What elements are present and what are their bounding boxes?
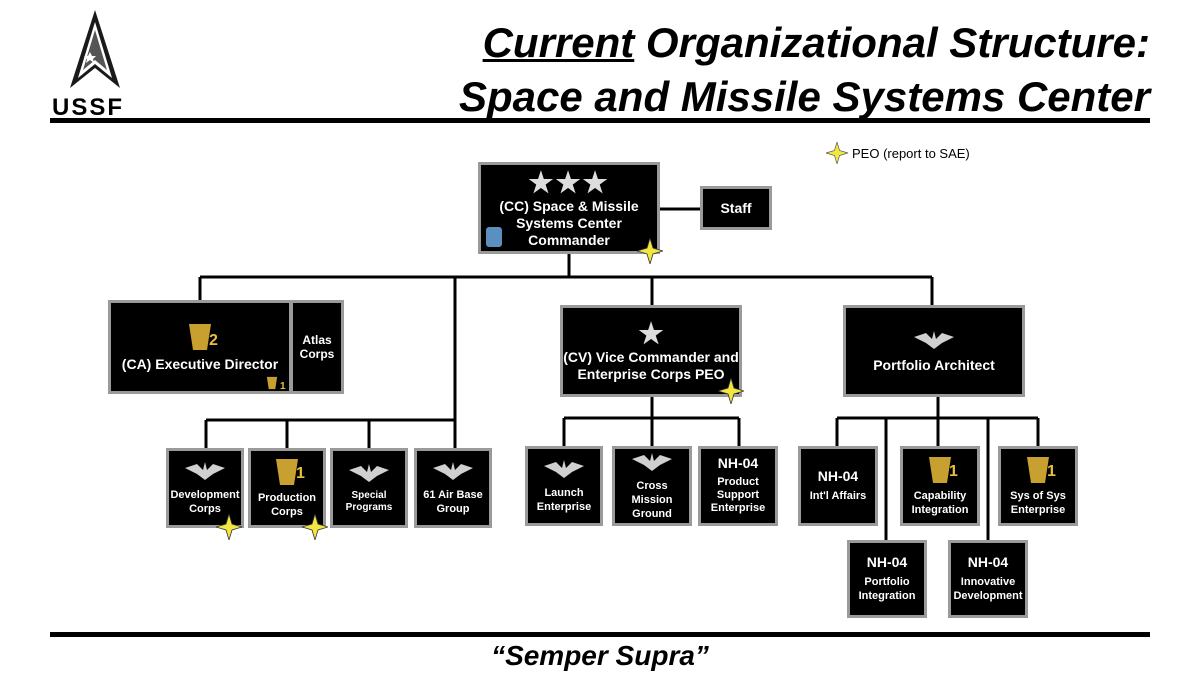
eagle-insignia-icon (632, 453, 672, 471)
launch-enterprise-box: Launch Enterprise (525, 446, 603, 526)
oak-leaf-icon: 1 (272, 457, 305, 487)
peo-star-icon (302, 514, 328, 540)
grade-number: 1 (1047, 463, 1056, 480)
airbase-label-line1: 61 Air Base (423, 489, 483, 501)
page-title-line2: Space and Missile Systems Center (459, 73, 1150, 120)
exec-director-label: (CA) Executive Director (121, 355, 279, 372)
sys-of-sys-label-line1: Sys of Sys (1010, 490, 1066, 502)
innovative-label-line2: Development (953, 590, 1023, 602)
exec-director-box: 2 (CA) Executive Director 1 (108, 300, 292, 394)
small-oak-leaf-icon: 1 (265, 375, 286, 395)
grade-number: 1 (296, 465, 305, 482)
atlas-corps-box: Atlas Corps (290, 300, 344, 394)
air-base-group-box: 61 Air Base Group (414, 448, 492, 528)
special-label-line1: Special (351, 490, 387, 501)
capability-integration-box: 1 Capability Integration (900, 446, 980, 526)
airbase-label-line2: Group (436, 503, 470, 515)
launch-label-line2: Enterprise (536, 501, 592, 513)
innovative-development-box: NH-04 Innovative Development (948, 540, 1028, 618)
commander-label-line1: (CC) Space & Missile (499, 197, 639, 214)
special-programs-box: Special Programs (330, 448, 408, 528)
portfolio-architect-box: Portfolio Architect (843, 305, 1025, 397)
legend: PEO (report to SAE) (826, 142, 970, 164)
vice-label-line1: (CV) Vice Commander and (563, 349, 739, 365)
header-rule (50, 118, 1150, 123)
capability-label-line2: Integration (911, 504, 969, 516)
grade-label: NH-04 (967, 554, 1009, 570)
development-corps-box: Development Corps (166, 448, 244, 528)
sub-grade-number: 1 (280, 381, 286, 392)
staff-box: Staff (700, 186, 772, 230)
peo-star-icon (718, 378, 744, 404)
production-label-line2: Corps (271, 506, 303, 518)
product-support-label-line1: Product (717, 476, 759, 488)
ussf-logo (60, 8, 130, 98)
portfolio-label: Portfolio Architect (873, 356, 995, 373)
atlas-label-line1: Atlas (302, 333, 332, 347)
commander-label-line3: Commander (528, 231, 610, 248)
sys-of-sys-label-line2: Enterprise (1010, 504, 1066, 516)
cross-mission-ground-box: Cross Mission Ground (612, 446, 692, 526)
commander-label-line2: Systems Center (516, 214, 622, 231)
three-star-icon: ★★★ (528, 166, 610, 198)
eagle-insignia-icon (185, 462, 225, 480)
sys-of-sys-enterprise-box: 1 Sys of Sys Enterprise (998, 446, 1078, 526)
grade-number: 2 (209, 331, 218, 349)
peo-star-icon (216, 514, 242, 540)
commander-box: ★★★ (CC) Space & Missile Systems Center … (478, 162, 660, 254)
grade-label: NH-04 (817, 468, 859, 484)
logo-text: USSF (52, 94, 125, 121)
product-support-label-line3: Enterprise (710, 502, 766, 514)
vice-label-line2: Enterprise Corps PEO (577, 366, 725, 382)
innovative-label-line1: Innovative (960, 576, 1016, 588)
enlisted-chevron-icon (486, 227, 502, 247)
gold-four-point-star-icon (826, 142, 848, 164)
development-label-line2: Corps (189, 503, 221, 515)
portfolio-integration-box: NH-04 Portfolio Integration (847, 540, 927, 618)
production-label-line1: Production (257, 492, 317, 504)
capability-label-line1: Capability (913, 490, 967, 502)
grade-label: NH-04 (866, 554, 908, 570)
production-corps-box: 1 Production Corps (248, 448, 326, 528)
portfolio-integration-label-line1: Portfolio (864, 576, 910, 588)
product-support-enterprise-box: NH-04 Product Support Enterprise (698, 446, 778, 526)
one-star-icon: ★ (638, 318, 664, 349)
product-support-label-line2: Support (716, 489, 760, 501)
eagle-insignia-icon (914, 330, 954, 349)
portfolio-integration-label-line2: Integration (858, 590, 916, 602)
vice-commander-box: ★ (CV) Vice Commander and Enterprise Cor… (560, 305, 742, 397)
cross-mission-label-line1: Cross Mission (631, 480, 673, 506)
oak-leaf-icon: 1 (1023, 455, 1056, 485)
eagle-insignia-icon (433, 462, 473, 480)
eagle-insignia-icon (544, 460, 584, 478)
oak-leaf-icon: 2 (185, 322, 218, 352)
grade-label: NH-04 (717, 455, 759, 471)
development-label-line1: Development (170, 489, 240, 501)
intl-affairs-box: NH-04 Int'l Affairs (798, 446, 878, 526)
launch-label-line1: Launch (544, 487, 584, 499)
staff-label: Staff (720, 199, 752, 216)
special-label-line2: Programs (345, 502, 393, 513)
oak-leaf-icon: 1 (925, 455, 958, 485)
atlas-label-line2: Corps (299, 347, 335, 361)
peo-star-icon (637, 238, 663, 264)
page-title-line1: Current Organizational Structure: (482, 19, 1150, 66)
intl-affairs-label: Int'l Affairs (809, 490, 867, 502)
grade-number: 1 (949, 463, 958, 480)
footer-rule (50, 632, 1150, 637)
motto: “Semper Supra” (491, 640, 709, 671)
cross-mission-label-line2: Ground (632, 508, 672, 520)
legend-label: PEO (report to SAE) (852, 145, 970, 161)
eagle-insignia-icon (349, 464, 389, 482)
